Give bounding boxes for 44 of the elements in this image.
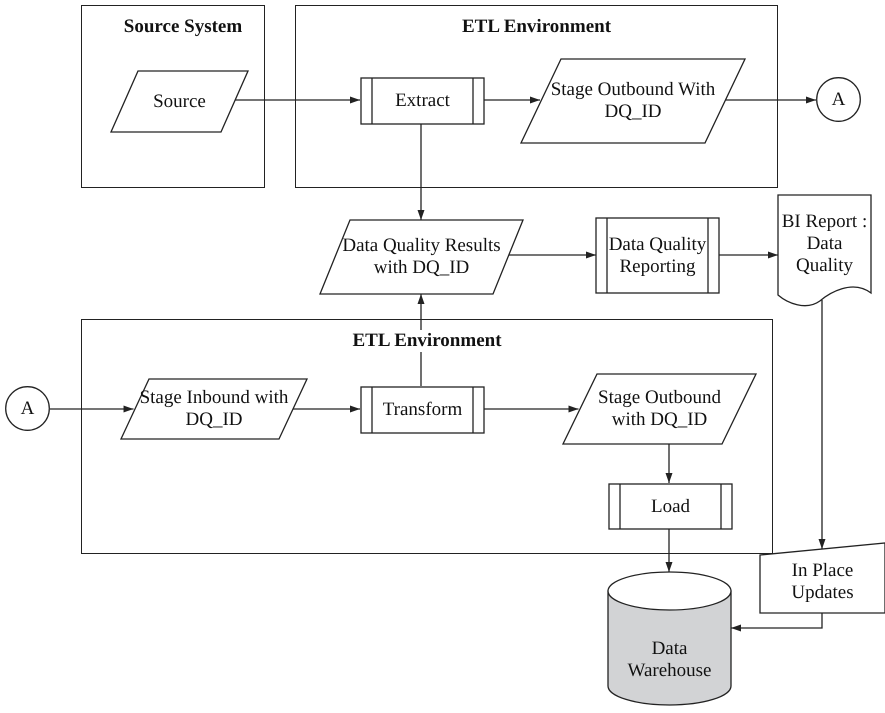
arrow: [719, 252, 778, 258]
process-label: Transform: [382, 399, 464, 421]
connector-label: A: [832, 88, 846, 110]
process-label: Load: [650, 496, 692, 518]
process-label: Data Quality Reporting: [608, 234, 708, 278]
environment-panel: [81, 5, 265, 188]
environment-panel: [81, 319, 773, 554]
arrow: [292, 406, 360, 412]
connector-circle: [816, 77, 861, 122]
process-label: Extract: [394, 90, 451, 112]
predefined-process-box: [609, 484, 732, 529]
arrow: [234, 96, 360, 104]
predefined-process-box: [596, 218, 719, 293]
arrow: [666, 528, 672, 572]
data-label: Source: [152, 90, 207, 112]
document-shape: [778, 195, 871, 307]
data-label: Data Quality Results with DQ_ID: [341, 235, 502, 279]
predefined-process-box: [361, 387, 484, 433]
arrow: [731, 613, 823, 632]
arrow: [818, 300, 826, 550]
data-parallelogram: [111, 71, 248, 132]
manual-input-shape: [760, 543, 885, 613]
arrow: [508, 252, 596, 258]
connector-label: A: [20, 398, 34, 420]
data-label: Stage Outbound with DQ_ID: [597, 387, 722, 431]
input-label: In Place Updates: [790, 560, 855, 604]
arrow: [666, 443, 672, 483]
data-parallelogram: [521, 59, 745, 143]
predefined-process-box: [361, 78, 484, 124]
arrow: [50, 406, 134, 412]
data-parallelogram: [320, 220, 523, 294]
database-label: Data Warehouse: [626, 638, 712, 682]
data-label: Stage Inbound with DQ_ID: [138, 387, 290, 431]
data-parallelogram: [563, 374, 756, 444]
arrow: [418, 123, 424, 220]
data-parallelogram: [121, 379, 307, 439]
arrow: [483, 406, 579, 412]
environment-panel: [295, 5, 778, 188]
arrow: [483, 96, 540, 104]
connector-circle: [5, 386, 50, 431]
database-cylinder: [608, 572, 731, 705]
arrow: [724, 96, 816, 104]
data-label: Stage Outbound With DQ_ID: [550, 79, 716, 123]
document-label: BI Report : Data Quality: [780, 211, 868, 277]
